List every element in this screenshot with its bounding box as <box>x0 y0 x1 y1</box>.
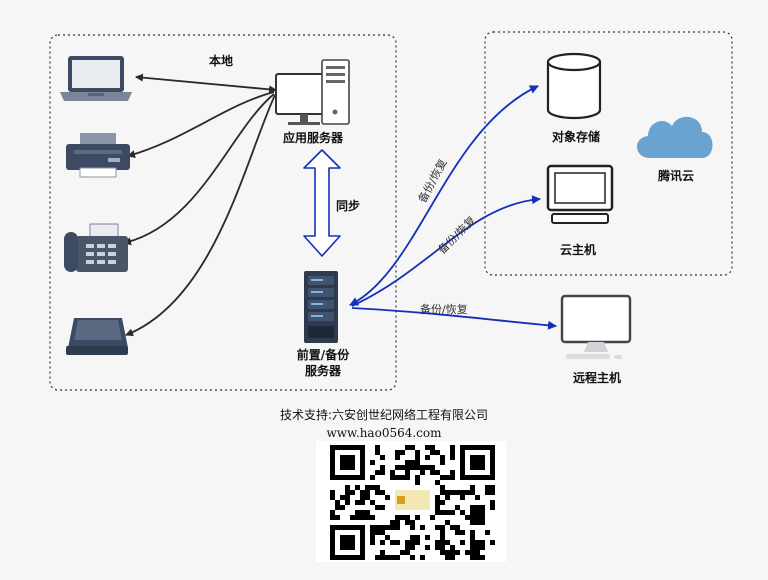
qr-code-icon <box>316 441 506 562</box>
credits-url: www.hao0564.com <box>326 426 442 440</box>
label-tencent-cloud: 腾讯云 <box>657 169 695 183</box>
arrow-printer <box>127 91 275 158</box>
sync-arrow <box>303 149 341 257</box>
cloud-icon <box>636 116 713 158</box>
arrow-fax <box>123 93 275 246</box>
label-backup-restore-remote: 备份/恢复 <box>420 303 468 316</box>
label-front-server-line2: 服务器 <box>304 364 342 378</box>
scanner-icon <box>66 318 128 355</box>
arrow-cloud-host <box>351 195 541 307</box>
label-local: 本地 <box>209 54 234 68</box>
server-rack-icon <box>304 271 338 343</box>
arrow-remote-host <box>351 307 557 330</box>
desktop-computer-icon <box>275 59 350 125</box>
fax-icon <box>64 223 128 272</box>
credits-support: 技术支持:六安创世纪网络工程有限公司 <box>279 408 489 422</box>
printer-icon <box>66 133 130 178</box>
laptop-icon <box>60 56 132 101</box>
backup-arrows <box>349 85 557 330</box>
arrow-scanner <box>125 94 276 337</box>
label-cloud-host: 云主机 <box>559 243 597 257</box>
imac-icon <box>560 294 632 359</box>
label-front-server-line1: 前置/备份 <box>296 348 350 362</box>
label-remote-host: 远程主机 <box>572 371 622 385</box>
local-arrows <box>123 73 277 337</box>
label-sync: 同步 <box>336 199 361 213</box>
tencent-cloud-boundary <box>484 31 733 276</box>
label-object-storage: 对象存储 <box>551 130 601 144</box>
arrow-laptop <box>135 73 277 94</box>
arrow-object-storage <box>349 85 539 306</box>
monitor-icon <box>546 164 614 224</box>
database-cylinder-icon <box>546 52 602 120</box>
label-app-server: 应用服务器 <box>282 131 344 145</box>
